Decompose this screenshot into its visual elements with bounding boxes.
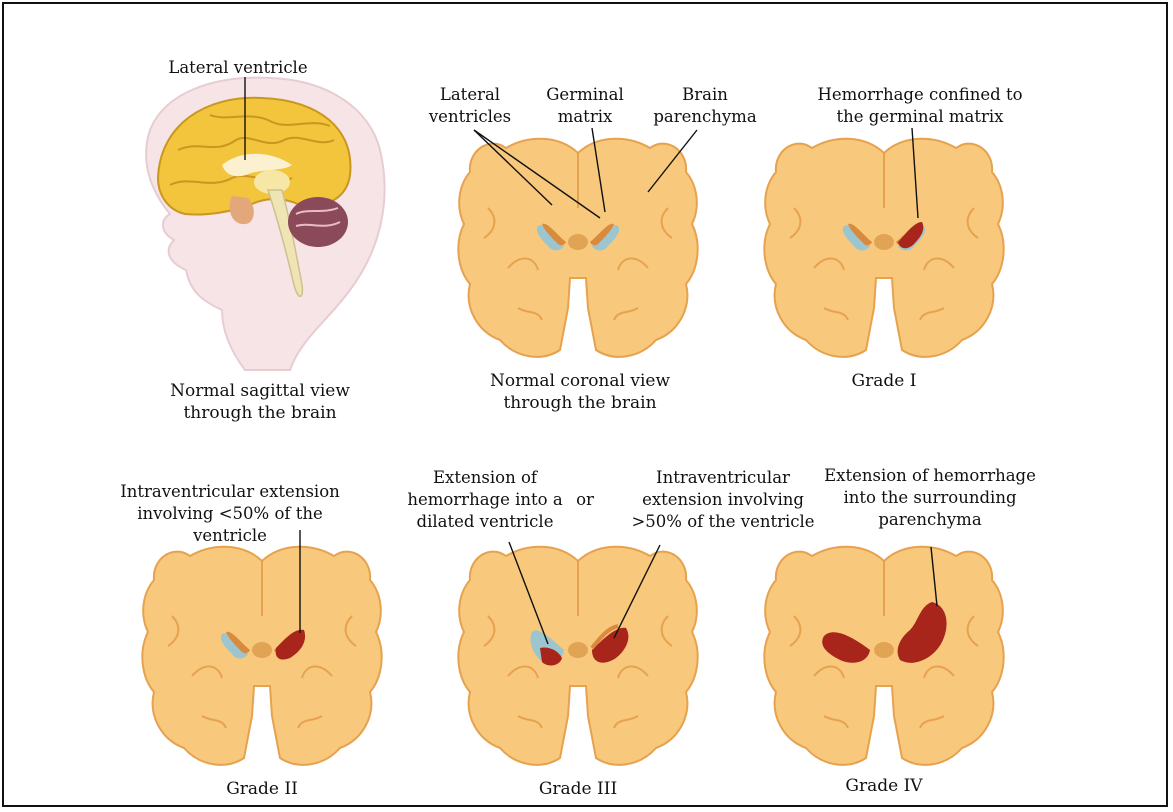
coronal-grade3 bbox=[458, 547, 697, 765]
coronal-grade1 bbox=[764, 139, 1003, 357]
caption-grade3: Grade III bbox=[528, 778, 628, 800]
caption-grade4: Grade IV bbox=[834, 775, 934, 797]
label-lateral-ventricle: Lateral ventricle bbox=[168, 57, 308, 79]
caption-grade2: Grade II bbox=[212, 778, 312, 800]
sagittal-head-illustration bbox=[146, 78, 385, 370]
coronal-grade4 bbox=[764, 547, 1003, 765]
label-or: or bbox=[565, 489, 605, 511]
caption-grade1: Grade I bbox=[834, 370, 934, 392]
coronal-normal bbox=[458, 139, 697, 357]
coronal-grade2 bbox=[142, 547, 381, 765]
